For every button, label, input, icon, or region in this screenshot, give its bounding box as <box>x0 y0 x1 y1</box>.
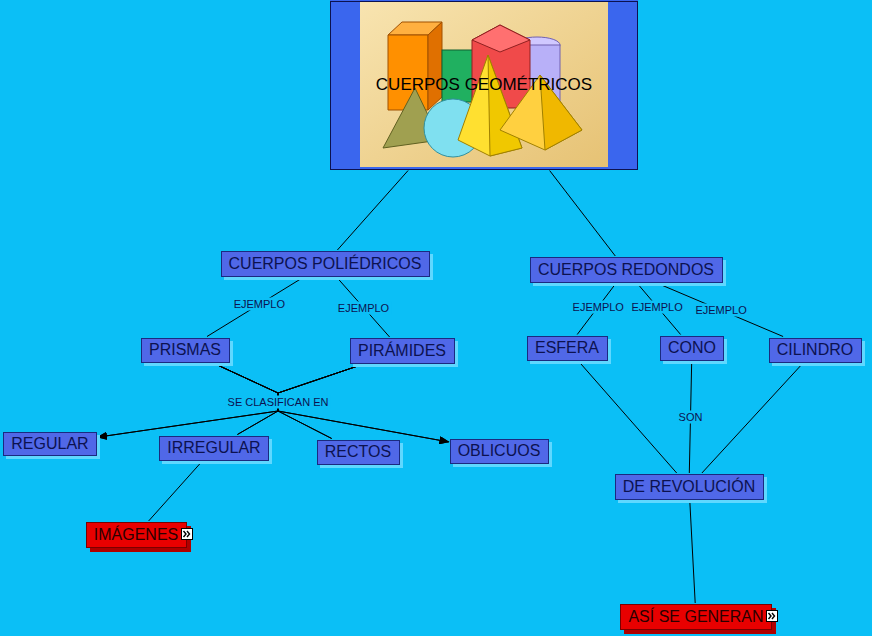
connector <box>98 365 361 437</box>
connector <box>702 364 803 474</box>
node-text: ASÍ SE GENERAN <box>628 608 763 626</box>
connector <box>579 362 677 474</box>
example-box: CONO <box>660 336 724 361</box>
title-box: CUERPOS GEOMÉTRICOS <box>330 1 638 170</box>
node-text: IRREGULAR <box>167 439 260 457</box>
class-box: OBLICUOS <box>450 439 549 464</box>
node-text: CONO <box>668 339 716 357</box>
category-box: CUERPOS REDONDOS <box>530 257 723 283</box>
connector <box>690 501 695 603</box>
connector <box>149 462 202 522</box>
connector <box>337 171 408 251</box>
class-box: IRREGULAR <box>159 436 269 461</box>
example-box: CILINDRO <box>769 338 862 363</box>
edge-label: EJEMPLO <box>232 298 287 311</box>
link-icon <box>766 610 778 622</box>
node-text: RECTOS <box>325 443 391 461</box>
node-text: OBLICUOS <box>458 442 541 460</box>
category-box: CUERPOS POLIÉDRICOS <box>221 251 430 277</box>
example-box: ESFERA <box>527 336 608 361</box>
connector <box>214 364 448 442</box>
class-box: REGULAR <box>3 432 97 456</box>
edge-label: EJEMPLO <box>629 300 684 313</box>
link-icon <box>181 528 193 540</box>
node-text: CUERPOS GEOMÉTRICOS <box>376 76 592 95</box>
node-text: CUERPOS REDONDOS <box>538 261 714 279</box>
example-box: PIRÁMIDES <box>350 338 455 364</box>
node-text: ESFERA <box>535 339 599 357</box>
edge-label: EJEMPLO <box>571 300 626 313</box>
link-button: ASÍ SE GENERAN <box>620 604 772 630</box>
connector <box>207 278 302 337</box>
node-text: CILINDRO <box>777 341 853 359</box>
group-box: DE REVOLUCIÓN <box>615 474 764 500</box>
connector <box>550 171 616 257</box>
node-text: CUERPOS POLIÉDRICOS <box>229 255 422 273</box>
edge-label: EJEMPLO <box>336 301 391 314</box>
connector <box>214 364 332 439</box>
link-button: IMÁGENES <box>86 522 187 548</box>
class-box: RECTOS <box>317 440 400 465</box>
edge-label: EJEMPLO <box>693 304 748 317</box>
edge-label: SON <box>677 411 705 424</box>
example-box: PRISMAS <box>141 338 230 363</box>
node-text: REGULAR <box>11 435 88 453</box>
node-text: IMÁGENES <box>94 526 178 544</box>
node-text: DE REVOLUCIÓN <box>623 478 755 496</box>
node-text: PRISMAS <box>149 341 221 359</box>
edge-label: SE CLASIFICAN EN <box>226 396 331 409</box>
node-text: PIRÁMIDES <box>358 342 446 360</box>
